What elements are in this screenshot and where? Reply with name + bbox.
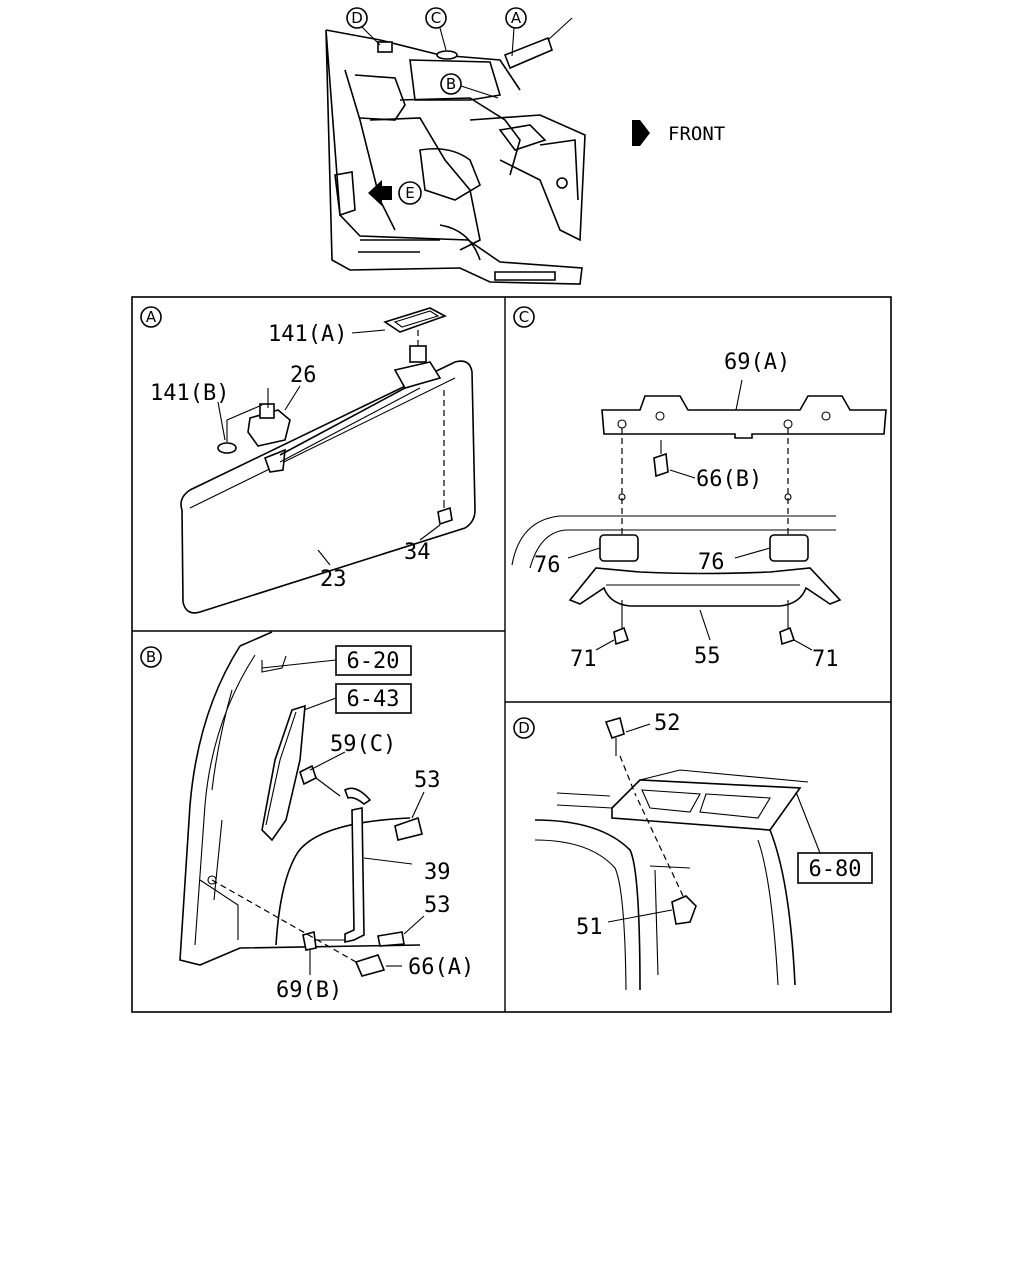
ref-box-6-20[interactable]: 6-20: [335, 645, 412, 676]
callout-c-overview[interactable]: C: [425, 7, 447, 51]
handle-marker: [436, 50, 458, 60]
label-39: 39: [424, 860, 451, 885]
nut-69b: [302, 930, 317, 951]
label-76-right: 76: [698, 550, 725, 575]
front-indicator: FRONT: [632, 120, 725, 146]
clip-26: [247, 409, 291, 447]
panel-c-tag[interactable]: C: [513, 306, 535, 328]
bolt-66a: [354, 954, 386, 977]
svg-text:D: D: [518, 719, 530, 737]
cover-141a: [383, 307, 447, 333]
cap-141b: [217, 442, 237, 454]
sun-visor-marker: [503, 36, 553, 70]
assist-grip-39: [344, 807, 365, 943]
svg-text:6-20: 6-20: [347, 649, 400, 674]
bracket-69a: [601, 395, 887, 439]
assist-grip-55: [568, 567, 842, 607]
detail-panels-frame: [131, 296, 892, 1013]
label-71-left: 71: [570, 647, 597, 672]
label-71-right: 71: [812, 647, 839, 672]
pad-76-left: [599, 534, 639, 562]
panel-a-tag[interactable]: A: [140, 306, 162, 328]
label-66b: 66(B): [696, 467, 762, 492]
pillar-trim: [261, 704, 306, 842]
label-51: 51: [576, 915, 603, 940]
label-53-upper: 53: [414, 768, 441, 793]
label-26: 26: [290, 363, 317, 388]
screw-34: [437, 506, 453, 526]
panel-c-assist-grip: C 69(A: [511, 306, 887, 672]
callout-b-overview[interactable]: B: [440, 73, 499, 99]
label-66a: 66(A): [408, 955, 474, 980]
bolt-53-upper: [394, 816, 423, 841]
label-141b: 141(B): [150, 381, 229, 406]
clip-51: [671, 895, 697, 925]
panel-b-tag[interactable]: B: [140, 646, 162, 668]
bolt-66b: [653, 452, 669, 478]
cab-overview-illustration: [325, 17, 586, 285]
arrow-e-icon: [368, 180, 392, 206]
callout-d-overview[interactable]: D: [346, 7, 381, 46]
label-59c: 59(C): [330, 732, 396, 757]
callout-a-overview[interactable]: A: [505, 7, 527, 57]
panel-d-tag[interactable]: D: [513, 717, 535, 739]
label-53-lower: 53: [424, 893, 451, 918]
callout-e-overview[interactable]: E: [398, 181, 422, 205]
svg-text:E: E: [405, 184, 414, 202]
ref-box-6-80[interactable]: 6-80: [797, 852, 873, 884]
pad-76-right: [769, 534, 809, 562]
ref-box-6-43[interactable]: 6-43: [335, 683, 412, 714]
panel-a-sun-visor: A 141(A) 26 141(B) 34: [140, 306, 476, 614]
panel-d-roof-clip: D 6-80 52 51: [513, 711, 873, 991]
panel-b-pillar-trim: B 6-20 6-43: [140, 631, 474, 1003]
screw-71-left: [613, 626, 630, 646]
svg-text:D: D: [351, 9, 363, 27]
svg-text:6-43: 6-43: [347, 687, 400, 712]
svg-text:B: B: [446, 75, 456, 93]
label-69b: 69(B): [276, 978, 342, 1003]
screw-52: [604, 717, 625, 740]
label-69a: 69(A): [724, 350, 790, 375]
bolt-53-lower: [377, 931, 405, 947]
clip-marker: [377, 41, 393, 53]
svg-text:A: A: [146, 308, 157, 326]
label-52: 52: [654, 711, 681, 736]
front-arrow-icon: [632, 120, 650, 146]
svg-text:FRONT: FRONT: [668, 123, 725, 145]
label-76-left: 76: [534, 553, 561, 578]
svg-text:A: A: [511, 9, 522, 27]
label-23: 23: [320, 567, 347, 592]
svg-text:C: C: [431, 9, 441, 27]
screw-71-right: [779, 626, 796, 646]
label-55: 55: [694, 644, 721, 669]
svg-text:C: C: [519, 308, 529, 326]
sun-visor: [180, 360, 476, 614]
label-34: 34: [404, 540, 431, 565]
svg-text:6-80: 6-80: [809, 857, 862, 882]
label-141a: 141(A): [268, 322, 347, 347]
svg-text:B: B: [146, 648, 156, 666]
